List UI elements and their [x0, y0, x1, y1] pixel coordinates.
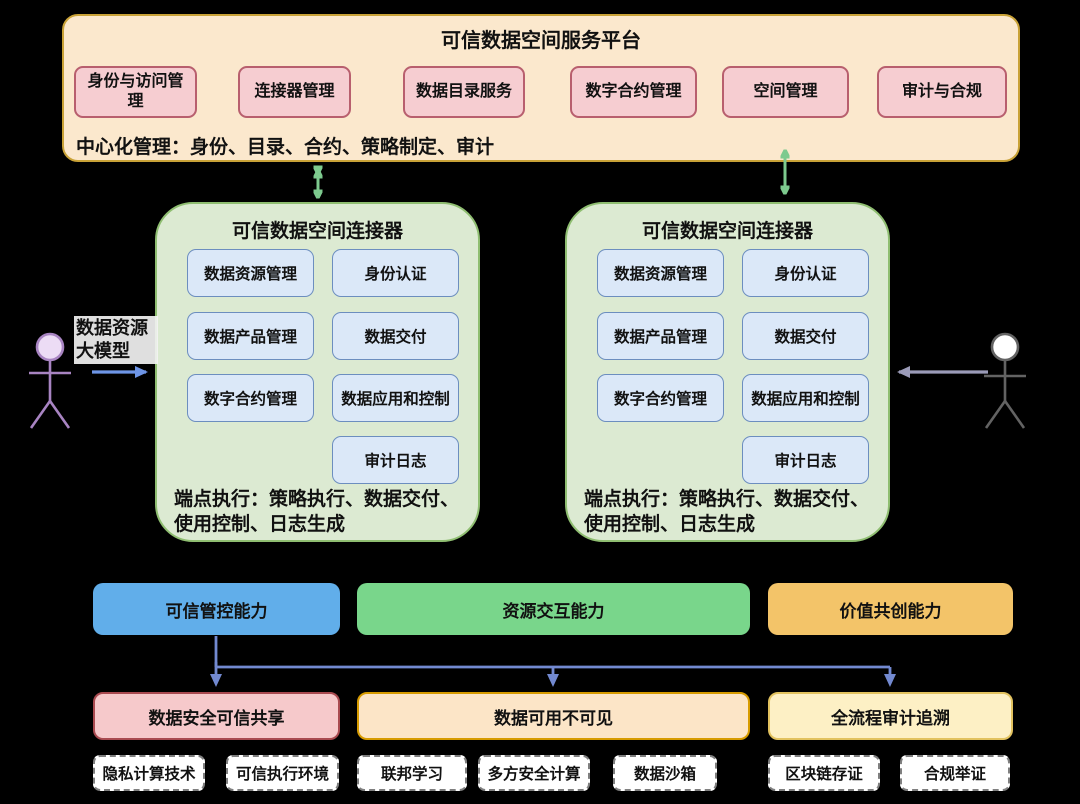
- tech-federated-learning: 联邦学习: [357, 755, 467, 791]
- module-identity-auth: 身份认证: [332, 249, 459, 297]
- left-actor-icon: [29, 332, 71, 429]
- tech-compliance-proof: 合规举证: [900, 755, 1010, 791]
- module-data-resource-mgmt: 数据资源管理: [187, 249, 314, 297]
- service-audit-compliance: 审计与合规: [877, 66, 1007, 118]
- capability-value-cocreation: 价值共创能力: [768, 583, 1013, 635]
- platform-title: 可信数据空间服务平台: [441, 30, 641, 52]
- service-identity-access-mgmt: 身份与访问管理: [74, 66, 197, 118]
- capability-resource-interaction: 资源交互能力: [357, 583, 750, 635]
- platform-caption: 中心化管理：身份、目录、合约、策略制定、审计: [76, 137, 495, 158]
- platform-box: [62, 14, 1020, 162]
- capability-fork-arrows: [210, 636, 896, 687]
- tech-secure-multiparty-computation: 多方安全计算: [478, 755, 590, 791]
- module-data-product-mgmt: 数据产品管理: [187, 312, 314, 360]
- service-data-catalog: 数据目录服务: [403, 66, 525, 118]
- module-digital-contract-mgmt: 数字合约管理: [187, 374, 314, 422]
- module-audit-log: 审计日志: [742, 436, 869, 484]
- connector-right: 可信数据空间连接器 数据资源管理 数据产品管理 数字合约管理 身份认证 数据交付…: [565, 202, 890, 542]
- service-digital-contract-mgmt: 数字合约管理: [570, 66, 697, 118]
- tech-privacy-computing: 隐私计算技术: [93, 755, 205, 791]
- module-audit-log: 审计日志: [332, 436, 459, 484]
- tech-data-sandbox: 数据沙箱: [613, 755, 717, 791]
- module-data-delivery: 数据交付: [332, 312, 459, 360]
- right-actor-icon: [984, 332, 1026, 429]
- connector-right-caption: 端点执行：策略执行、数据交付、使用控制、日志生成: [584, 489, 870, 535]
- service-connector-mgmt: 连接器管理: [238, 66, 351, 118]
- module-data-resource-mgmt: 数据资源管理: [597, 249, 724, 297]
- left-actor-label: 数据资源大模型: [74, 316, 158, 364]
- module-data-usage-control: 数据应用和控制: [332, 374, 459, 422]
- capability-trusted-control: 可信管控能力: [93, 583, 340, 635]
- tech-blockchain-evidence: 区块链存证: [768, 755, 880, 791]
- module-identity-auth: 身份认证: [742, 249, 869, 297]
- module-digital-contract-mgmt: 数字合约管理: [597, 374, 724, 422]
- module-data-product-mgmt: 数据产品管理: [597, 312, 724, 360]
- connector-right-title: 可信数据空间连接器: [641, 221, 813, 242]
- connector-left-caption: 端点执行：策略执行、数据交付、使用控制、日志生成: [174, 489, 460, 535]
- service-space-mgmt: 空间管理: [722, 66, 849, 118]
- outcome-secure-trusted-sharing: 数据安全可信共享: [93, 692, 340, 740]
- connector-left: 可信数据空间连接器 数据资源管理 数据产品管理 数字合约管理 身份认证 数据交付…: [155, 202, 480, 542]
- tech-trusted-execution-env: 可信执行环境: [226, 755, 339, 791]
- module-data-usage-control: 数据应用和控制: [742, 374, 869, 422]
- outcome-data-usable-invisible: 数据可用不可见: [357, 692, 750, 740]
- connector-left-title: 可信数据空间连接器: [231, 221, 403, 242]
- outcome-full-audit-trace: 全流程审计追溯: [768, 692, 1013, 740]
- module-data-delivery: 数据交付: [742, 312, 869, 360]
